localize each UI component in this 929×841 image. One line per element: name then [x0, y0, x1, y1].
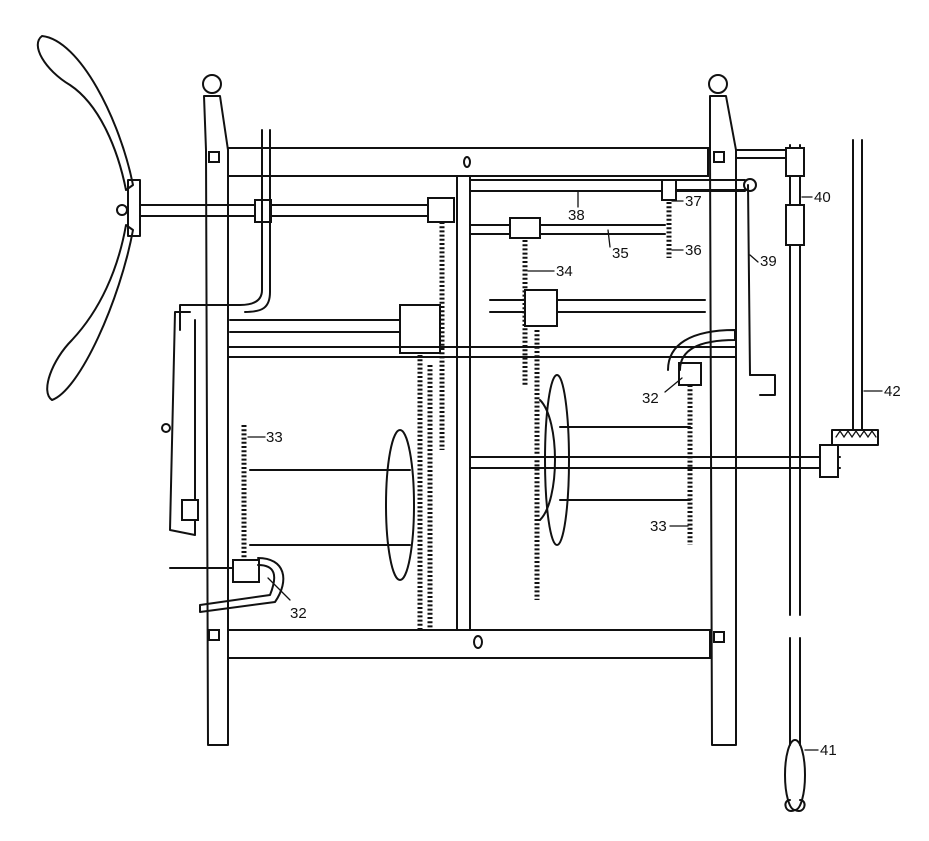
frame-rails: [227, 147, 801, 659]
pendulum-assembly: [747, 144, 806, 812]
frame-right-post: [708, 74, 737, 746]
upper-train: [427, 178, 757, 450]
label-34: 34: [556, 263, 573, 280]
label-33-left: 33: [266, 429, 283, 446]
center-plate: [456, 175, 471, 631]
label-42: 42: [884, 383, 901, 400]
label-39: 39: [760, 253, 777, 270]
label-35: 35: [612, 245, 629, 262]
leader-lines: [247, 191, 883, 751]
label-36: 36: [685, 242, 702, 259]
label-32-right: 32: [642, 390, 659, 407]
left-wheel-33: [169, 425, 415, 613]
label-33-right: 33: [650, 518, 667, 535]
middle-arbors: [227, 289, 736, 630]
right-wheel-33: [469, 329, 841, 546]
rack-rod-42: [831, 139, 879, 446]
left-lever: [161, 129, 271, 536]
label-37: 37: [685, 193, 702, 210]
label-40: 40: [814, 189, 831, 206]
fly-arbor: [139, 199, 431, 223]
fly-vane: [36, 35, 141, 401]
frame-left-post: [202, 74, 229, 746]
label-32-left: 32: [290, 605, 307, 622]
label-38: 38: [568, 207, 585, 224]
label-41: 41: [820, 742, 837, 759]
